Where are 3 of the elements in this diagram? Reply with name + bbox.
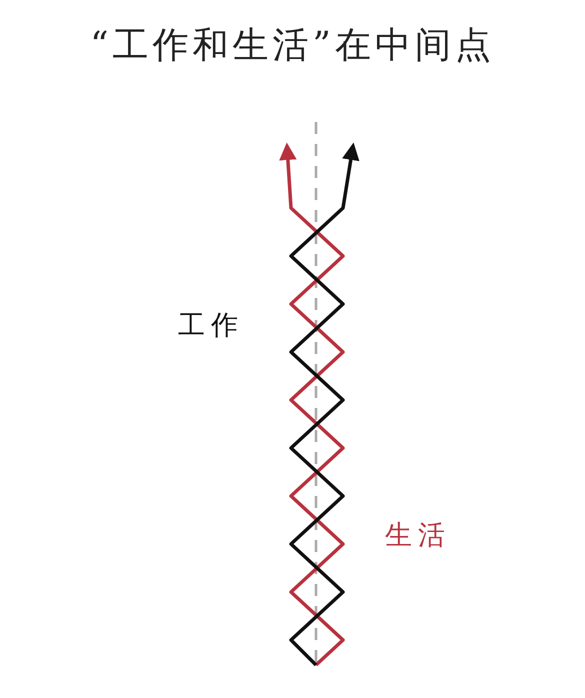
side-label: 工作 [178, 312, 244, 339]
side-label: 生活 [385, 522, 451, 549]
title: “工作和生活”在中间点 [89, 28, 496, 64]
